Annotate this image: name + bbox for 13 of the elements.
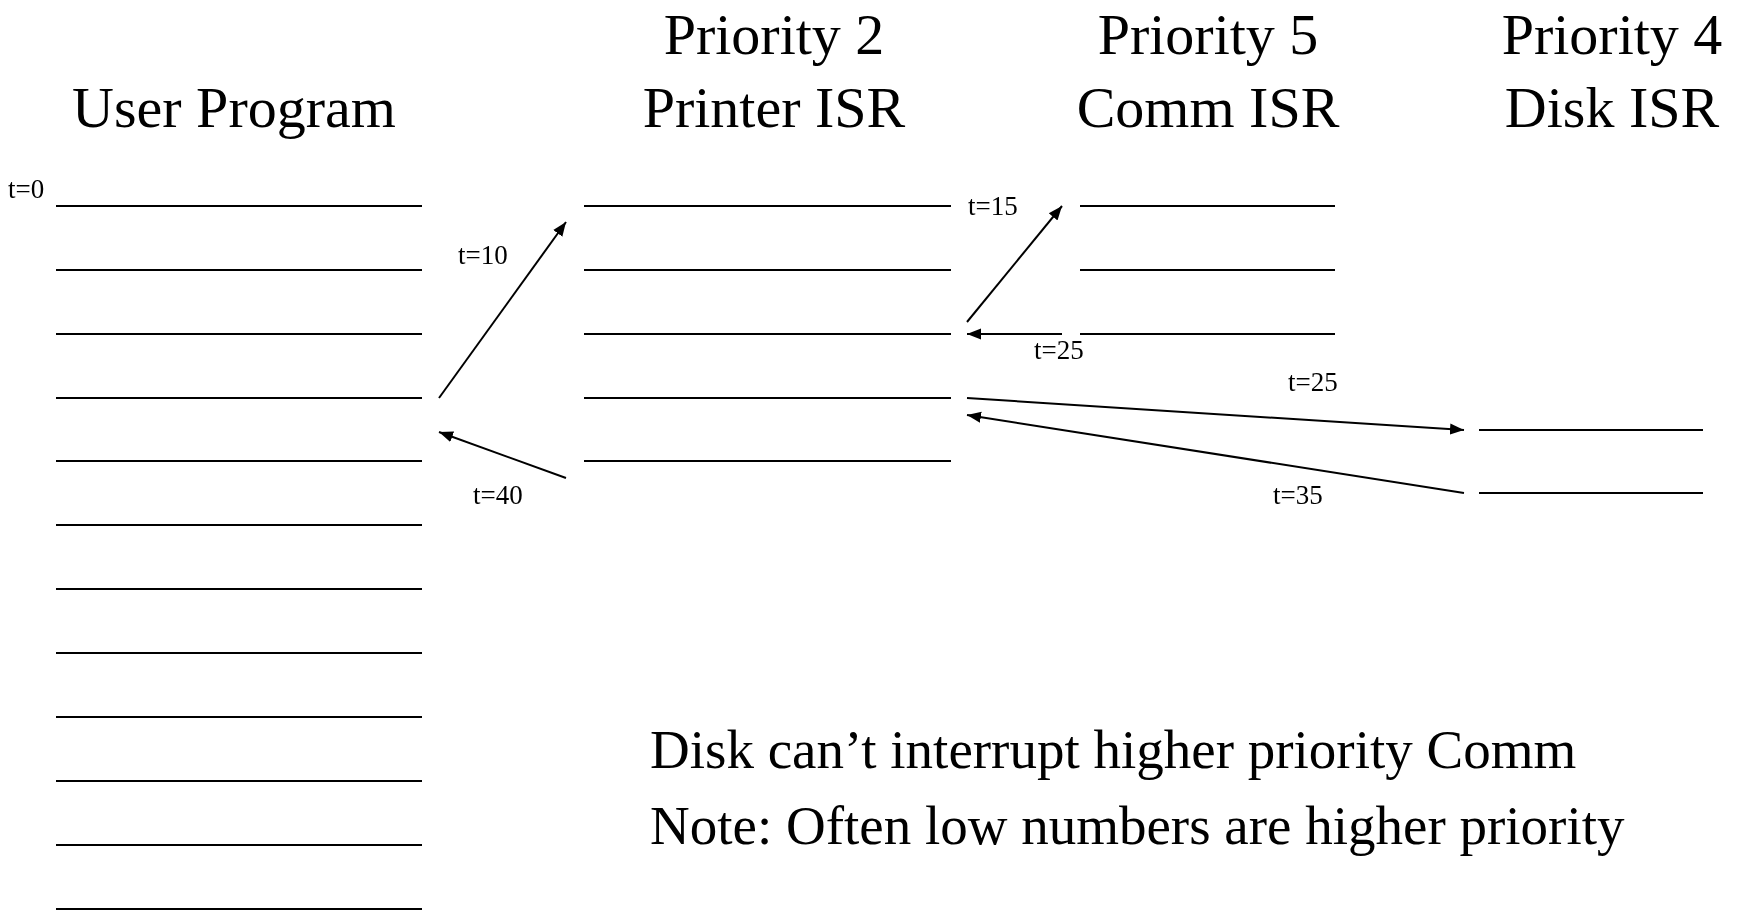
column-heading: User Program [71,74,397,142]
arrow [966,328,1063,340]
column-heading: Priority 4 Disk ISR [1500,1,1724,142]
note-text: Note: Often low numbers are higher priority [650,796,1625,855]
column-heading: Priority 5 Comm ISR [1075,1,1341,142]
column-heading: Priority 2 Printer ISR [641,1,907,142]
arrow [438,431,567,479]
note-text: Disk can’t interrupt higher priority Comm [650,720,1577,779]
arrow [966,205,1063,323]
arrow [966,411,1465,494]
time-label: t=0 [8,174,45,205]
arrow [438,221,567,399]
arrow [966,397,1465,435]
